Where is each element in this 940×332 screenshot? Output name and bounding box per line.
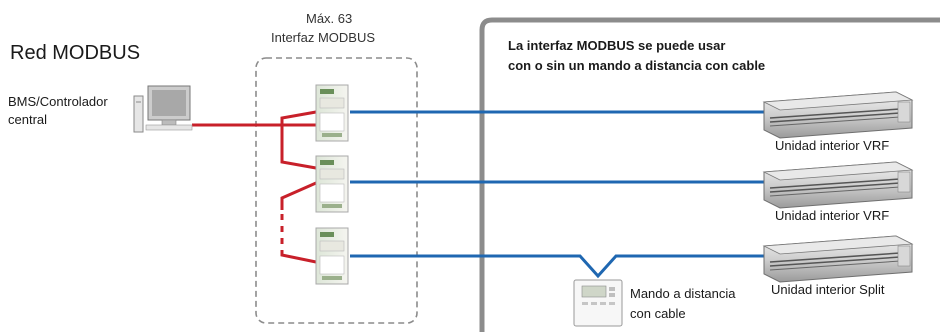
- panel-note-line1: La interfaz MODBUS se puede usar: [508, 38, 726, 53]
- modbus-chain-line-3: [280, 250, 317, 264]
- ducted-indoor-unit-icon-1: [762, 91, 914, 139]
- unit-line-3: [350, 254, 764, 279]
- modbus-chain-line-1: [280, 110, 317, 170]
- modbus-interface-icon-2: [315, 155, 349, 213]
- bms-label-line1: BMS/Controlador: [8, 94, 108, 109]
- wired-remote-icon: [573, 279, 623, 327]
- modbus-interface-icon-1: [315, 84, 349, 142]
- network-title: Red MODBUS: [10, 42, 141, 64]
- system-panel-border: [479, 17, 940, 332]
- interface-max-label: Máx. 63: [306, 11, 353, 26]
- indoor-unit-label-2: Unidad interior VRF: [775, 208, 890, 223]
- interface-group-border: [255, 57, 418, 324]
- remote-label-line2: con cable: [630, 306, 686, 321]
- interface-name-label: Interfaz MODBUS: [271, 30, 376, 45]
- indoor-unit-label-1: Unidad interior VRF: [775, 138, 890, 153]
- remote-label-line1: Mando a distancia: [630, 286, 736, 301]
- modbus-chain-line-2: [280, 181, 317, 210]
- ducted-indoor-unit-icon-2: [762, 161, 914, 209]
- ducted-indoor-unit-icon-3: [762, 235, 914, 283]
- computer-icon: [133, 85, 193, 133]
- modbus-interface-icon-3: [315, 227, 349, 285]
- indoor-unit-label-3: Unidad interior Split: [771, 282, 885, 297]
- panel-note-line2: con o sin un mando a distancia con cable: [508, 58, 766, 73]
- bms-label-line2: central: [8, 112, 48, 127]
